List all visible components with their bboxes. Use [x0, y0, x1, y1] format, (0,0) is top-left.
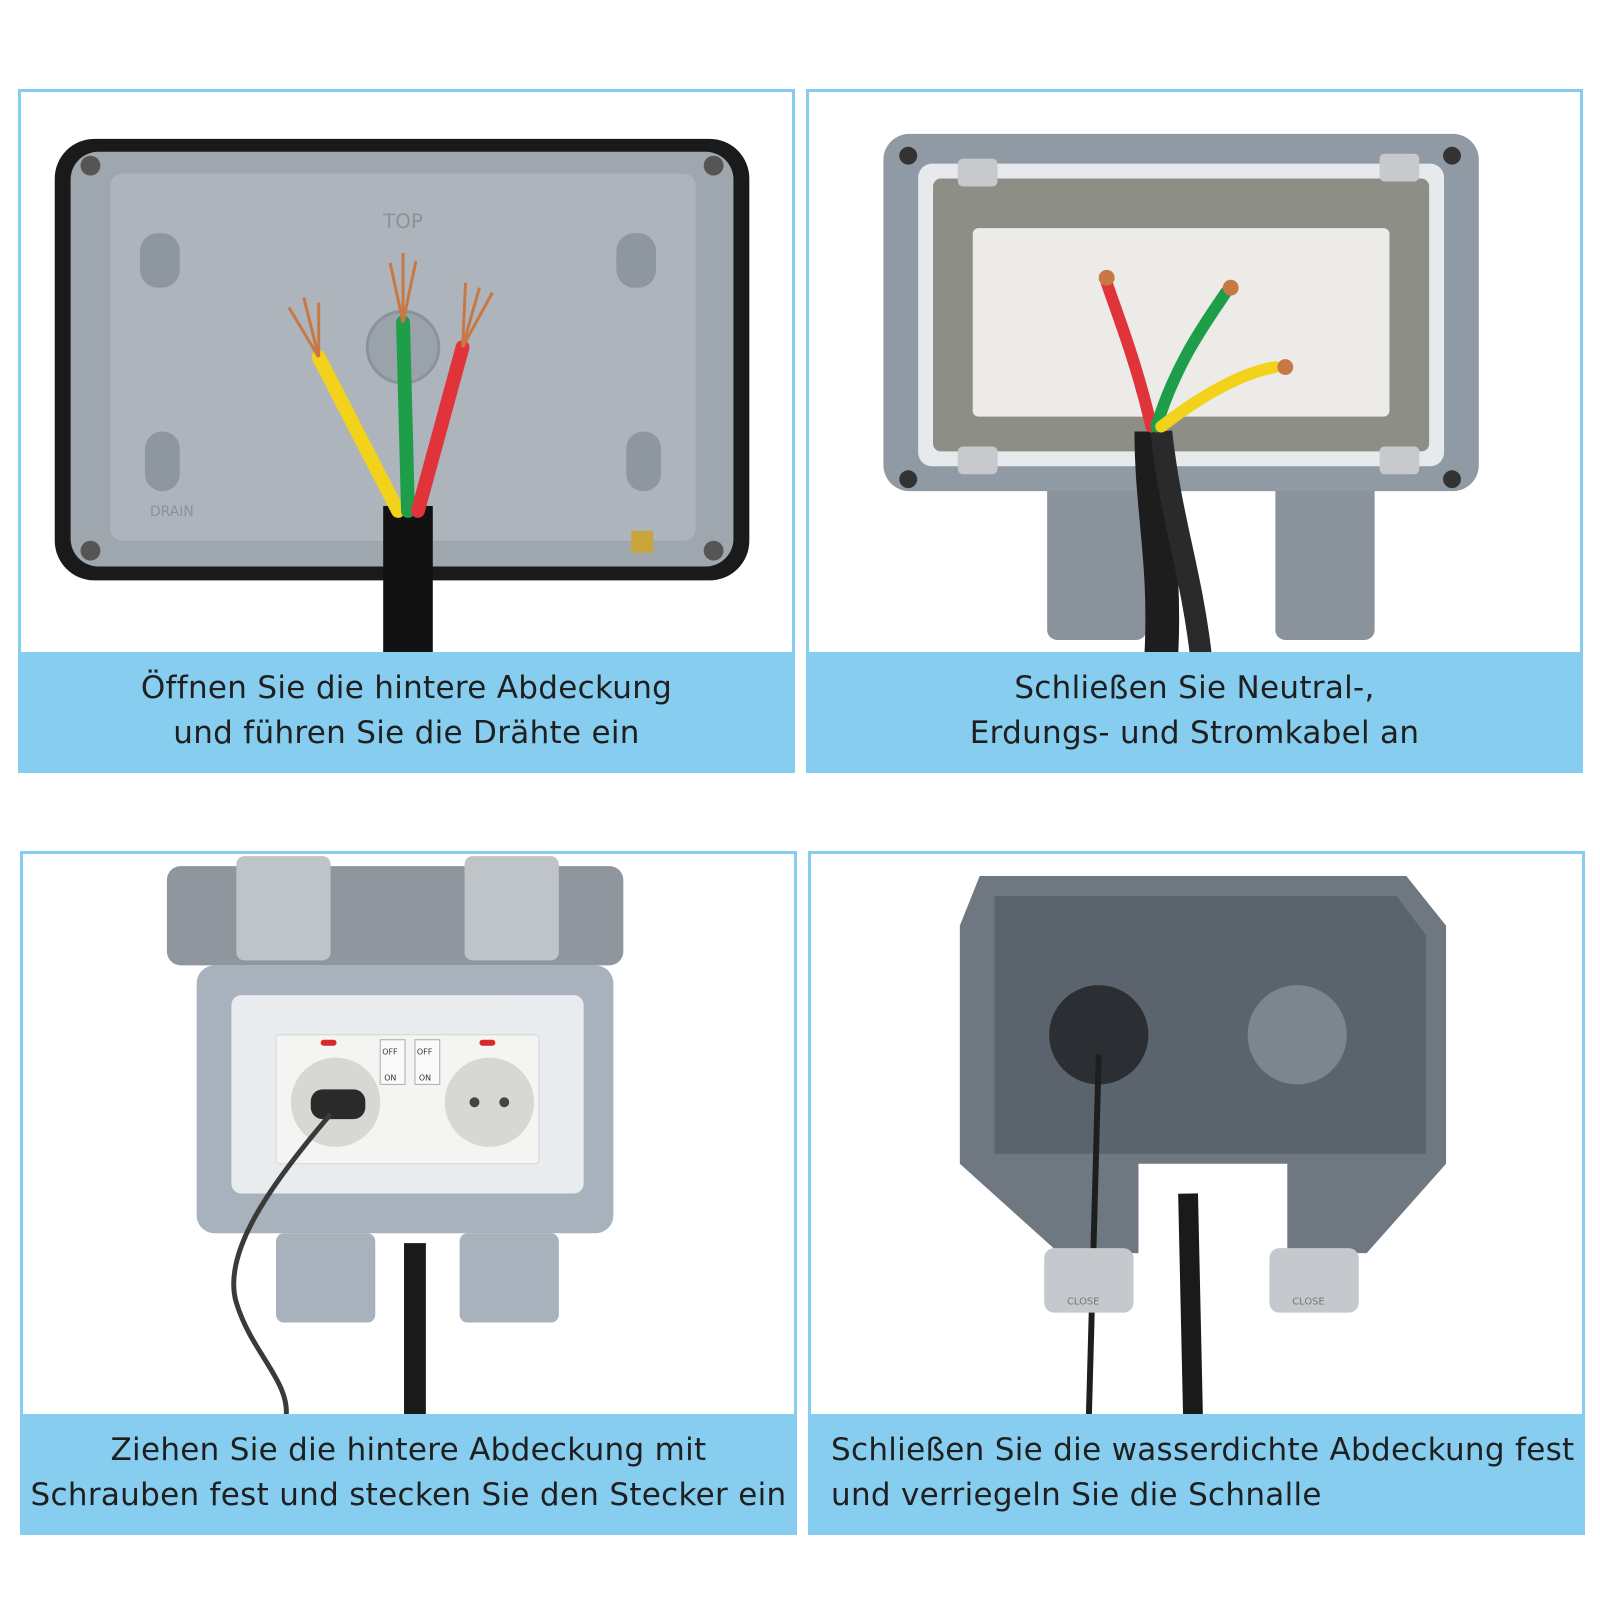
- caption-line: Ziehen Sie die hintere Abdeckung mit: [110, 1432, 707, 1468]
- cable-sheath: [383, 505, 433, 656]
- switch-off-label: OFF: [382, 1048, 398, 1057]
- step-2-caption: Schließen Sie Neutral-, Erdungs- und Str…: [809, 652, 1580, 770]
- screw-icon: [1443, 470, 1461, 489]
- yellow-wire: [1155, 361, 1282, 433]
- copper-strands-icon: [461, 282, 494, 348]
- screw-icon: [899, 146, 918, 165]
- terminal-screw-icon: [1222, 279, 1239, 296]
- step-4-panel: CLOSE CLOSE Schließen Sie die wasserdich…: [808, 851, 1585, 1535]
- socket-pin-hole-icon: [469, 1097, 480, 1108]
- switch-left: [379, 1039, 406, 1085]
- cover-window: [994, 895, 1427, 1154]
- switch-on-label: ON: [384, 1073, 396, 1082]
- plug-inserted-photo: OFF ON OFF ON: [23, 854, 794, 1420]
- plug-cable: [1085, 1054, 1102, 1418]
- switch-on-label: ON: [419, 1073, 431, 1082]
- lid-latch-left: [236, 856, 331, 961]
- closed-cover-photo: CLOSE CLOSE: [811, 854, 1582, 1420]
- socket-behind-cover: [1247, 985, 1347, 1085]
- screw-icon: [1443, 146, 1461, 165]
- junction-box-illustration: TOP DRAIN: [54, 138, 750, 656]
- cable-sheath: [1134, 431, 1180, 657]
- metal-bracket: [1379, 153, 1420, 182]
- screw-icon: [899, 470, 918, 489]
- screw-hole-icon: [80, 540, 101, 561]
- indicator-light-icon: [320, 1039, 337, 1046]
- step-2-panel: Schließen Sie Neutral-, Erdungs- und Str…: [806, 89, 1583, 773]
- plug-cable: [231, 1112, 333, 1419]
- caption-line: und führen Sie die Drähte ein: [173, 715, 640, 751]
- supply-cable: [1178, 1193, 1203, 1419]
- lid-latch-right: [464, 856, 559, 961]
- knockout-slot: [140, 233, 180, 288]
- socket-right: [444, 1057, 535, 1147]
- embossed-top-label: TOP: [382, 210, 423, 233]
- caption-line: Schrauben fest und stecken Sie den Steck…: [30, 1477, 787, 1513]
- second-cable: [1150, 430, 1212, 658]
- closed-waterproof-cover-illustration: CLOSE CLOSE: [959, 876, 1447, 1419]
- embossed-drain-label: DRAIN: [150, 504, 194, 520]
- step-1-caption: Öffnen Sie die hintere Abdeckung und füh…: [21, 652, 792, 770]
- switch-off-label: OFF: [417, 1048, 433, 1057]
- socket-back-module: [972, 228, 1390, 417]
- step-3-caption: Ziehen Sie die hintere Abdeckung mit Sch…: [23, 1414, 794, 1532]
- buckle-left: [1044, 1248, 1134, 1313]
- buckle-close-label: CLOSE: [1067, 1297, 1099, 1308]
- caption-line: und verriegeln Sie die Schnalle: [831, 1477, 1322, 1513]
- open-outlet-illustration: OFF ON OFF ON: [166, 856, 624, 1419]
- knockout-slot: [616, 233, 657, 288]
- knockout-slot: [626, 431, 662, 492]
- caption-line: Öffnen Sie die hintere Abdeckung: [140, 670, 673, 706]
- metal-bracket: [1379, 446, 1420, 475]
- copper-strands-icon: [287, 297, 321, 358]
- caption-line: Schließen Sie Neutral-,: [1014, 670, 1375, 706]
- connect-wires-photo: [809, 92, 1580, 658]
- yellow-wire: [311, 350, 406, 518]
- switch-right: [414, 1039, 441, 1085]
- buckle-close-label: CLOSE: [1292, 1297, 1324, 1308]
- screw-hole-icon: [80, 155, 101, 176]
- metal-bracket: [957, 446, 998, 475]
- copper-strands-icon: [388, 252, 418, 323]
- green-wire: [396, 315, 415, 518]
- buckle-right: [1269, 1248, 1359, 1313]
- plug-head: [310, 1089, 366, 1120]
- metal-bracket: [957, 158, 998, 187]
- green-wire: [1150, 286, 1232, 433]
- open-back-cover-photo: TOP DRAIN: [21, 92, 792, 658]
- buckle-left: [276, 1233, 376, 1323]
- socket-pin-hole-icon: [499, 1097, 510, 1108]
- lower-hinge-left: [1047, 471, 1147, 640]
- red-wire: [410, 340, 470, 518]
- lower-hinge-right: [1275, 471, 1375, 640]
- plug-behind-cover: [1049, 985, 1149, 1085]
- screw-hole-icon: [703, 155, 724, 176]
- buckle-right: [459, 1233, 559, 1323]
- caption-line: Schließen Sie die wasserdichte Abdeckung…: [831, 1432, 1575, 1468]
- earth-terminal-icon: [631, 530, 654, 553]
- step-1-panel: TOP DRAIN Öffnen Sie die hintere Abdecku…: [18, 89, 795, 773]
- screw-hole-icon: [703, 540, 724, 561]
- step-4-caption: Schließen Sie die wasserdichte Abdeckung…: [811, 1414, 1582, 1532]
- knockout-slot: [145, 431, 180, 492]
- indicator-light-icon: [479, 1039, 496, 1046]
- red-wire: [1100, 276, 1158, 433]
- step-3-panel: OFF ON OFF ON Ziehen Sie die hintere Abd…: [20, 851, 797, 1535]
- terminal-screw-icon: [1277, 359, 1294, 375]
- caption-line: Erdungs- und Stromkabel an: [969, 715, 1420, 751]
- socket-wiring-illustration: [883, 133, 1479, 658]
- terminal-screw-icon: [1098, 269, 1115, 286]
